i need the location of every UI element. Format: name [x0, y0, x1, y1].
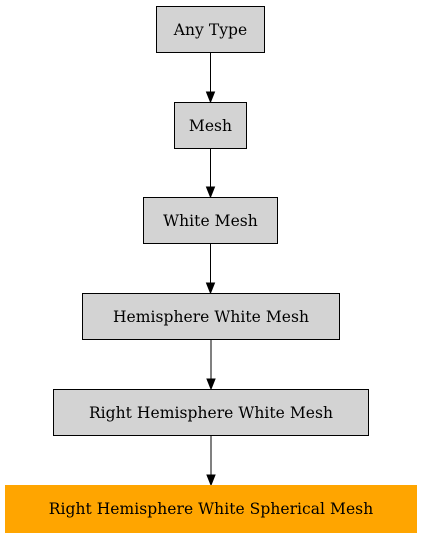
edge-arrowhead-3 — [205, 282, 216, 295]
node-white-mesh: White Mesh — [143, 197, 278, 244]
node-right-hemisphere-white-mesh: Right Hemisphere White Mesh — [53, 389, 369, 436]
edge-arrowhead-4 — [206, 378, 216, 391]
node-any-type: Any Type — [156, 6, 265, 53]
edge-arrowhead-2 — [205, 186, 216, 199]
node-mesh: Mesh — [174, 102, 247, 149]
edge-arrowhead-5 — [206, 474, 216, 487]
edge-arrowhead-1 — [205, 91, 216, 104]
node-right-hemisphere-white-spherical-mesh: Right Hemisphere White Spherical Mesh — [5, 485, 417, 533]
node-hemisphere-white-mesh: Hemisphere White Mesh — [82, 293, 340, 340]
